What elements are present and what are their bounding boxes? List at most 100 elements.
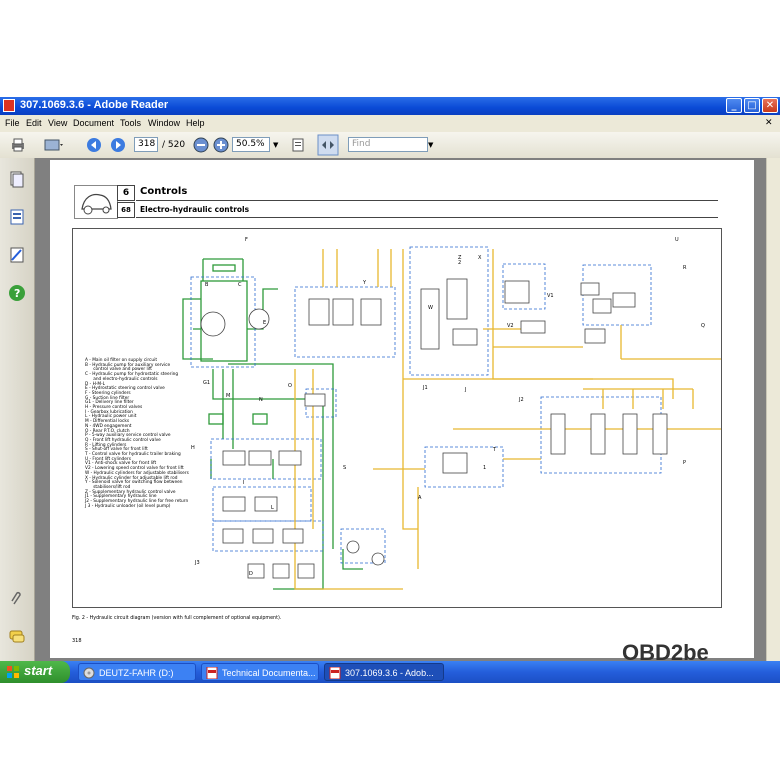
pdf-file-icon xyxy=(206,667,218,679)
taskbar-item-adobe-reader-active[interactable]: 307.1069.3.6 - Adob... xyxy=(324,663,444,681)
window-title: 307.1069.3.6 - Adobe Reader xyxy=(20,99,169,111)
next-page-icon[interactable] xyxy=(110,137,126,153)
svg-text:U: U xyxy=(675,237,679,243)
legend-item: G - Suction line filter xyxy=(85,395,130,401)
subsection-title: Electro-hydraulic controls xyxy=(140,205,250,214)
fit-width-icon[interactable] xyxy=(317,134,339,156)
help-icon[interactable]: ? xyxy=(8,284,26,302)
svg-text:R: R xyxy=(683,265,687,271)
legend-item: A - Main oil filter on supply circuit xyxy=(85,358,158,363)
minimize-button[interactable]: _ xyxy=(726,98,742,113)
legend-item: T - Control valve for hydraulic trailer … xyxy=(85,452,181,458)
svg-text:J3: J3 xyxy=(194,560,200,566)
header-rule xyxy=(136,217,718,218)
start-button[interactable]: start xyxy=(0,661,70,683)
legend-item: Y - Solenoid valve for switching flow be… xyxy=(85,480,183,486)
print-icon[interactable] xyxy=(10,137,26,153)
svg-text:V2: V2 xyxy=(507,323,514,329)
legend-item: E - Hydrostatic steering control valve xyxy=(85,386,165,392)
legend-item: V1 - Anti-shock valve for front lift xyxy=(85,461,157,467)
legend-item: D - H-M-L xyxy=(85,381,106,387)
legend-item: and electro-hydraulic controls xyxy=(85,376,158,382)
legend-item: P - 5-way auxiliary service control valv… xyxy=(85,433,171,439)
section-number: 6 xyxy=(117,185,135,201)
menu-document[interactable]: Document xyxy=(73,118,115,128)
menu-edit[interactable]: Edit xyxy=(26,118,42,128)
svg-text:J1: J1 xyxy=(422,385,428,391)
figure-caption: Fig. 2 - Hydraulic circuit diagram (vers… xyxy=(72,616,282,621)
pages-panel-icon[interactable] xyxy=(8,170,26,188)
fit-page-icon[interactable] xyxy=(290,137,306,153)
legend-item: L - Hydraulic power unit xyxy=(85,414,137,420)
watermark-logo: OBD2be xyxy=(622,640,709,665)
menu-view[interactable]: View xyxy=(48,118,68,128)
header-rule xyxy=(136,200,718,201)
close-button[interactable]: ✕ xyxy=(762,98,778,113)
svg-text:E: E xyxy=(263,320,266,326)
legend-item: N - 4WD engagement xyxy=(85,423,132,429)
cd-drive-icon xyxy=(83,667,95,679)
svg-text:C: C xyxy=(238,282,242,288)
taskbar-item-technical-documentation[interactable]: Technical Documenta... xyxy=(201,663,319,681)
page-total: / 520 xyxy=(162,140,186,150)
legend-item: J2 - Supplementary hydraulic line for fr… xyxy=(85,499,189,505)
menu-help[interactable]: Help xyxy=(186,118,205,128)
svg-text:Q: Q xyxy=(701,323,705,329)
legend-item: J 3 - Hydraulic unloader (oil level pump… xyxy=(85,503,171,509)
svg-text:A: A xyxy=(418,495,422,501)
svg-text:X: X xyxy=(478,255,482,261)
svg-text:?: ? xyxy=(14,287,20,300)
svg-text:B: B xyxy=(205,282,209,288)
svg-text:W: W xyxy=(428,305,433,311)
legend-item: Q - Front lift hydraulic control valve xyxy=(85,437,161,443)
taskbar-item-label: Technical Documenta... xyxy=(222,668,316,678)
legend-item: H - Pressure control valves xyxy=(85,405,143,411)
find-dropdown-chevron-icon[interactable]: ▼ xyxy=(428,141,434,149)
zoom-in-icon[interactable] xyxy=(213,137,229,153)
bookmarks-panel-icon[interactable] xyxy=(8,208,26,226)
legend-item: X - Hydraulic cylinder for adjustable li… xyxy=(85,475,178,481)
svg-text:O: O xyxy=(288,383,292,389)
windows-logo-icon xyxy=(7,666,19,678)
page-number-input[interactable]: 318 xyxy=(134,137,158,152)
svg-text:N: N xyxy=(259,397,263,403)
legend-item: V2 - Lowering speed control valve for fr… xyxy=(85,466,184,472)
svg-text:Y: Y xyxy=(362,280,367,286)
zoom-out-icon[interactable] xyxy=(193,137,209,153)
legend-item: Z - Supplementary hydraulic control valv… xyxy=(85,489,176,495)
pdf-page: 6 68 Controls Electro-hydraulic controls xyxy=(50,160,754,658)
attachments-paperclip-icon[interactable] xyxy=(8,590,26,608)
svg-text:F: F xyxy=(245,237,248,243)
signatures-panel-icon[interactable] xyxy=(8,246,26,264)
legend-item: W - Hydraulic cylinders for adjustable s… xyxy=(85,470,189,476)
legend-item: S - Shut-off valve for front lift xyxy=(85,447,148,453)
svg-text:D: D xyxy=(249,571,253,577)
svg-text:P: P xyxy=(683,460,686,466)
maximize-button[interactable]: □ xyxy=(744,98,760,113)
svg-text:H: H xyxy=(191,445,195,451)
window-title-bar[interactable]: 307.1069.3.6 - Adobe Reader _ □ ✕ xyxy=(0,97,780,115)
taskbar-item-deutz-fahr[interactable]: DEUTZ-FAHR (D:) xyxy=(78,663,196,681)
navigation-sidebar: ? xyxy=(0,158,35,661)
zoom-dropdown-chevron-icon[interactable]: ▼ xyxy=(273,141,279,149)
pdf-file-icon xyxy=(329,667,341,679)
previous-page-icon[interactable] xyxy=(86,137,102,153)
menu-window[interactable]: Window xyxy=(148,118,181,128)
comments-panel-icon[interactable] xyxy=(8,628,26,646)
menu-close-icon[interactable]: ✕ xyxy=(765,118,773,128)
toolbar: 318 / 520 50.5% ▼ Find ▼ xyxy=(0,132,780,159)
menu-file[interactable]: File xyxy=(5,118,20,128)
svg-text:G1: G1 xyxy=(203,380,210,386)
svg-text:J2: J2 xyxy=(518,397,524,403)
vertical-scrollbar[interactable] xyxy=(766,158,780,661)
menu-tools[interactable]: Tools xyxy=(120,118,142,128)
start-label: start xyxy=(24,663,53,678)
zoom-level-select[interactable]: 50.5% xyxy=(232,137,270,152)
find-input[interactable]: Find xyxy=(348,137,428,152)
legend-item: G1 - Delivery line filter xyxy=(85,400,134,406)
tractor-logo-icon xyxy=(74,185,118,219)
organizer-icon[interactable] xyxy=(44,137,64,153)
legend-item: M - Differential locks xyxy=(85,419,130,425)
